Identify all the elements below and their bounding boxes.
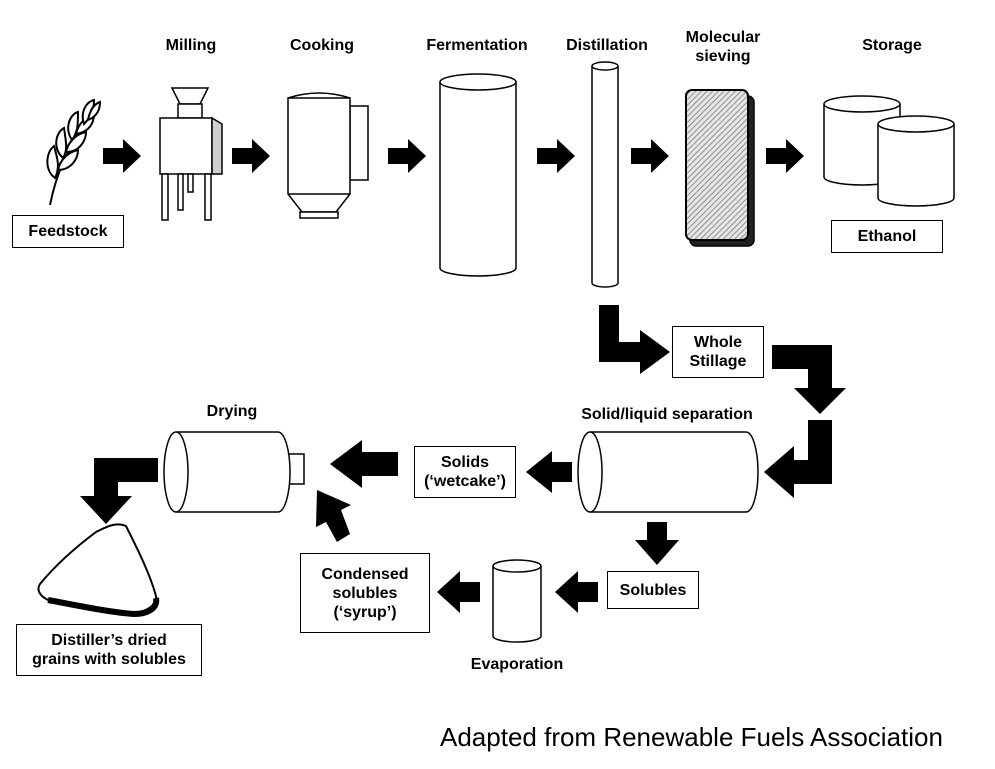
molecular-sieving-line-1: Molecular xyxy=(685,29,761,46)
mill-icon xyxy=(159,87,223,221)
arrow-syrup-to-drying xyxy=(316,490,351,542)
arrow-stillage-to-separation-lower xyxy=(764,420,832,498)
feedstock-box: Feedstock xyxy=(12,215,124,248)
arrow-sieving-to-storage xyxy=(766,139,804,173)
storage-tanks-icon xyxy=(823,95,955,207)
arrow-milling-to-cooking xyxy=(232,139,270,173)
arrow-stillage-to-separation-upper xyxy=(772,345,846,414)
molecular-sieving-line-2: sieving xyxy=(695,48,751,65)
solubles-box: Solubles xyxy=(607,571,699,609)
solids-line-2: (‘wetcake’) xyxy=(424,473,506,490)
condensed-solubles-box: Condensed solubles (‘syrup’) xyxy=(300,553,430,633)
distillation-label: Distillation xyxy=(566,37,648,54)
arrow-separation-to-solids xyxy=(526,451,572,493)
ddgs-pile-icon xyxy=(37,523,160,618)
cooking-label: Cooking xyxy=(290,37,354,54)
milling-label: Milling xyxy=(165,37,217,54)
fermentation-tank-icon xyxy=(439,73,517,277)
whole-stillage-line-2: Stillage xyxy=(689,353,747,370)
whole-stillage-line-1: Whole xyxy=(694,334,742,351)
solids-wetcake-box: Solids (‘wetcake’) xyxy=(414,446,516,498)
ddgs-line-2: grains with solubles xyxy=(32,651,186,668)
condensed-line-3: (‘syrup’) xyxy=(333,603,397,621)
wheat-icon xyxy=(46,98,102,206)
evaporation-label: Evaporation xyxy=(470,656,564,673)
arrow-drying-to-ddgs xyxy=(80,458,158,524)
distillation-column-icon xyxy=(591,61,619,288)
arrow-feedstock-to-milling xyxy=(103,139,141,173)
storage-label: Storage xyxy=(862,37,922,54)
ddgs-line-1: Distiller’s dried xyxy=(51,632,167,649)
solid-liquid-separation-label: Solid/liquid separation xyxy=(581,406,753,423)
arrow-distillation-to-stillage xyxy=(599,305,670,374)
source-credit: Adapted from Renewable Fuels Association xyxy=(440,722,943,752)
arrow-cooking-to-fermentation xyxy=(388,139,426,173)
condensed-line-1: Condensed xyxy=(321,565,409,583)
molecular-sieving-label: Molecular sieving xyxy=(668,28,778,66)
arrow-separation-to-solubles xyxy=(635,522,679,565)
drying-label: Drying xyxy=(206,403,258,420)
whole-stillage-box: Whole Stillage xyxy=(672,326,764,378)
ddgs-box: Distiller’s dried grains with solubles xyxy=(16,624,202,676)
arrow-evaporation-to-syrup xyxy=(437,571,480,613)
dryer-drum-icon xyxy=(163,431,305,513)
arrow-fermentation-to-distillation xyxy=(537,139,575,173)
solids-line-1: Solids xyxy=(440,454,489,471)
separator-drum-icon xyxy=(577,431,759,513)
molecular-sieve-icon xyxy=(685,89,755,247)
arrow-solubles-to-evaporation xyxy=(555,571,598,613)
arrow-solids-to-drying xyxy=(330,440,398,488)
ethanol-box: Ethanol xyxy=(831,220,943,253)
arrow-distillation-to-sieving xyxy=(631,139,669,173)
cooker-icon xyxy=(287,92,369,219)
evaporator-icon xyxy=(492,559,542,643)
condensed-line-2: solubles xyxy=(332,584,398,602)
fermentation-label: Fermentation xyxy=(426,37,528,54)
